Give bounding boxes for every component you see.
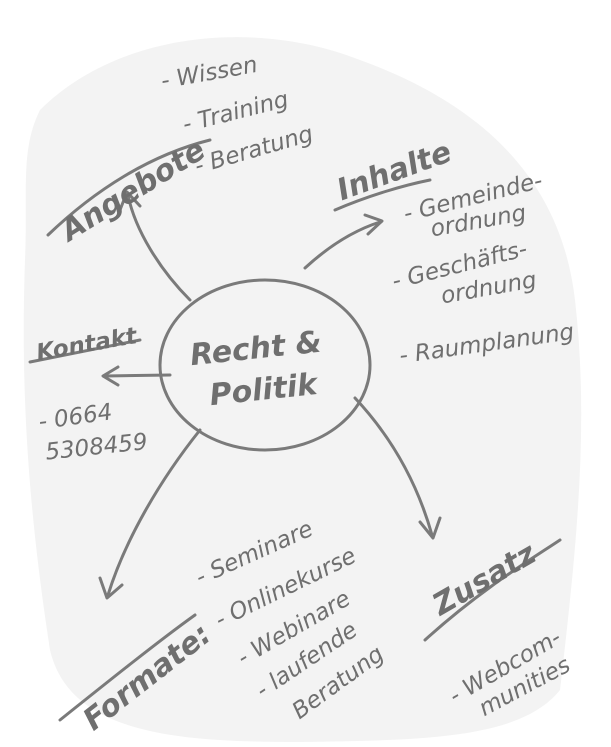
arrow-head-inhalte	[363, 213, 384, 236]
underline-kontakt	[28, 338, 142, 364]
underline-angebote	[46, 138, 212, 237]
arrow-head-kontakt	[101, 365, 120, 387]
underline-zusatz	[423, 538, 562, 642]
arrow-to-kontakt	[103, 373, 172, 378]
underline-inhalte	[333, 178, 432, 212]
arrow-head-angebote	[118, 190, 142, 212]
arrow-head-zusatz	[418, 516, 442, 540]
arrow-head-formate	[98, 576, 124, 600]
arrow-to-angebote	[126, 193, 192, 302]
underline-formate	[58, 613, 197, 722]
paper-background	[23, 37, 582, 743]
arrow-to-inhalte	[303, 220, 382, 270]
arrow-to-zusatz	[353, 396, 434, 537]
arrow-to-formate	[106, 428, 202, 597]
center-circle	[158, 278, 372, 452]
